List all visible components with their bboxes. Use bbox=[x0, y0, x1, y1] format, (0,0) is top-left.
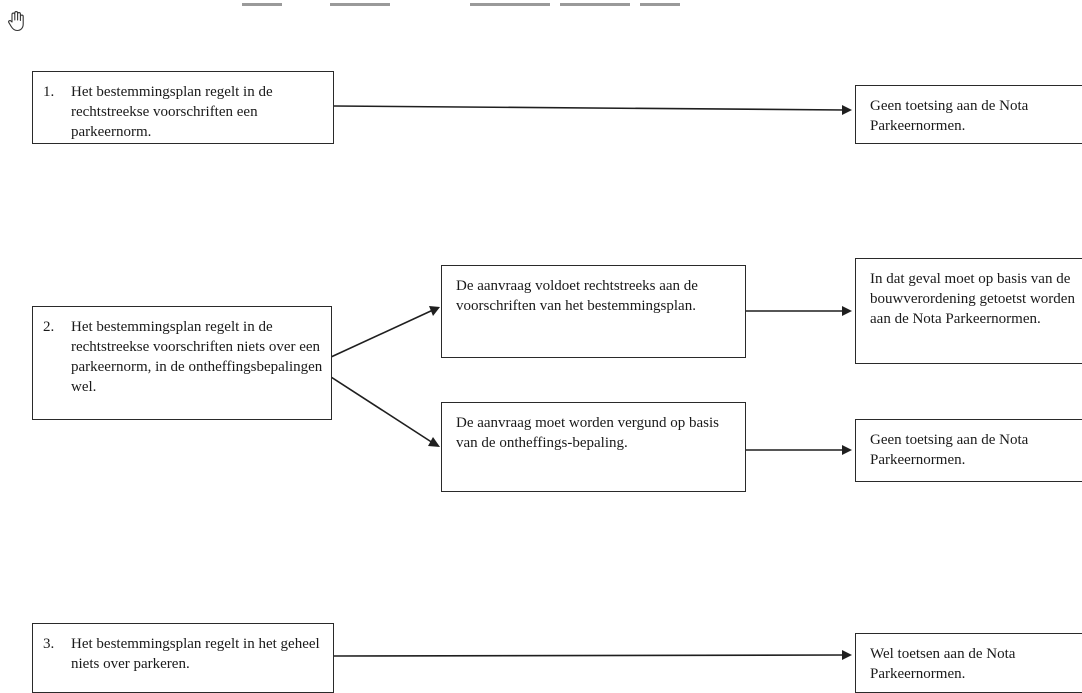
node-q2-text: Het bestemmingsplan regelt in de rechtst… bbox=[71, 319, 323, 395]
node-q3: 3. Het bestemmingsplan regelt in het geh… bbox=[32, 623, 334, 693]
arrowhead-mid-a bbox=[429, 306, 440, 316]
node-q3-number: 3. bbox=[43, 636, 55, 652]
node-out2a: In dat geval moet op basis van de bouwve… bbox=[855, 258, 1082, 364]
arrowhead-out3 bbox=[842, 650, 852, 660]
node-out2a-text: In dat geval moet op basis van de bouwve… bbox=[870, 271, 1075, 327]
arrow-q3-to-out3 bbox=[333, 654, 846, 657]
node-mid-b-text: De aanvraag moet worden vergund op basis… bbox=[456, 415, 719, 451]
node-q1-number: 1. bbox=[43, 84, 55, 100]
arrow-q2-to-mid-a bbox=[330, 309, 434, 358]
node-q2: 2. Het bestemmingsplan regelt in de rech… bbox=[32, 306, 332, 420]
flow-arrows bbox=[330, 105, 852, 660]
arrow-q2-to-mid-b bbox=[330, 376, 434, 444]
cropped-text-fragment bbox=[0, 0, 1082, 10]
arrowhead-out2a bbox=[842, 306, 852, 316]
arrowhead-mid-b bbox=[428, 437, 440, 447]
node-out2b: Geen toetsing aan de Nota Parkeernormen. bbox=[855, 419, 1082, 482]
node-q2-number: 2. bbox=[43, 319, 55, 335]
node-mid-a: De aanvraag voldoet rechtstreeks aan de … bbox=[441, 265, 746, 358]
hand-cursor-icon[interactable] bbox=[6, 10, 26, 32]
node-q3-text: Het bestemmingsplan regelt in het geheel… bbox=[71, 636, 320, 672]
cropped-text-fragment-marks bbox=[242, 3, 680, 6]
node-out3: Wel toetsen aan de Nota Parkeernormen. bbox=[855, 633, 1082, 693]
arrowhead-out2b bbox=[842, 445, 852, 455]
arrow-q1-to-out1 bbox=[333, 105, 846, 111]
node-out3-text: Wel toetsen aan de Nota Parkeernormen. bbox=[870, 646, 1016, 682]
node-mid-b: De aanvraag moet worden vergund op basis… bbox=[441, 402, 746, 492]
node-out2b-text: Geen toetsing aan de Nota Parkeernormen. bbox=[870, 432, 1029, 468]
node-q1: 1. Het bestemmingsplan regelt in de rech… bbox=[32, 71, 334, 144]
node-out1: Geen toetsing aan de Nota Parkeernormen. bbox=[855, 85, 1082, 144]
arrowhead-out1 bbox=[842, 105, 852, 115]
node-mid-a-text: De aanvraag voldoet rechtstreeks aan de … bbox=[456, 278, 698, 314]
node-q1-text: Het bestemmingsplan regelt in de rechtst… bbox=[71, 84, 273, 140]
node-out1-text: Geen toetsing aan de Nota Parkeernormen. bbox=[870, 98, 1029, 134]
